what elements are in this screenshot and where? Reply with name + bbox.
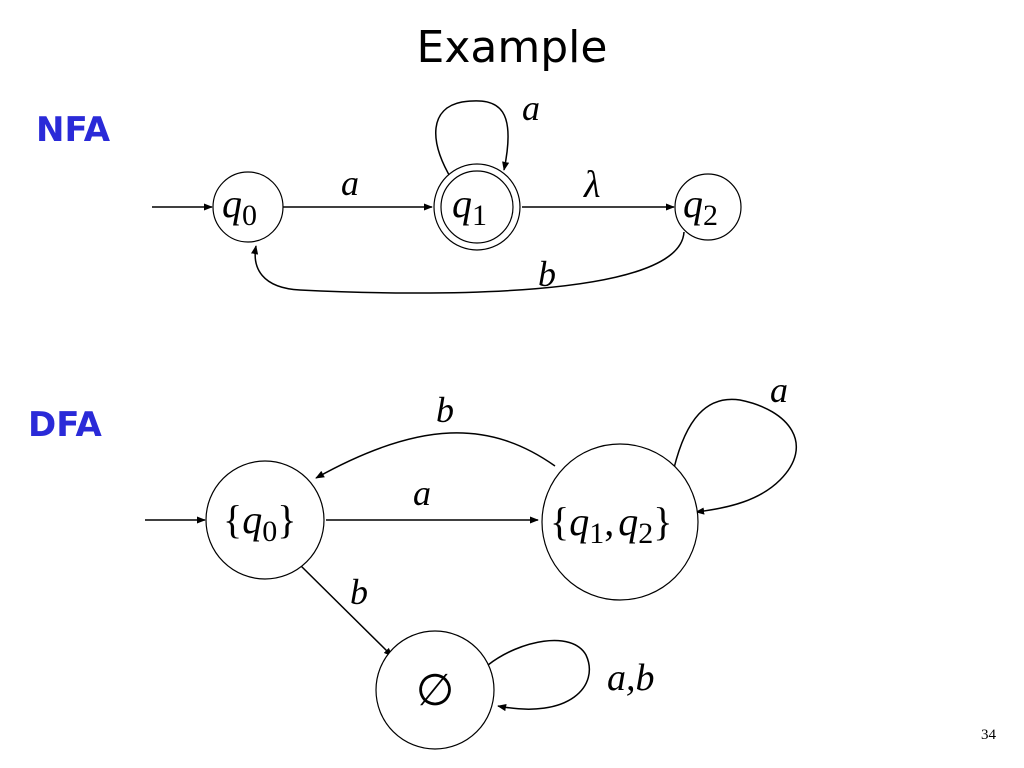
dfa-edge-s12-loop-label: a — [770, 370, 788, 410]
nfa-q2-sub: 2 — [703, 199, 718, 232]
svg-text:q2: q2 — [683, 181, 718, 232]
dfa-edge-s12-s0 — [315, 432, 556, 479]
dfa-edge-s0-s12-label: a — [413, 473, 431, 513]
nfa-edge-q1-q2-label: λ — [583, 164, 600, 206]
nfa-edge-q0-q1-label: a — [341, 163, 359, 203]
nfa-edge-q1-loop-label: a — [522, 88, 540, 128]
nfa-section-label: NFA — [36, 110, 111, 150]
page-number: 34 — [981, 727, 996, 743]
nfa-q0-name: q — [222, 181, 242, 226]
dfa-edge-s12-loop — [673, 398, 798, 515]
dfa-edge-empty-loop-label: a,b — [607, 657, 655, 699]
dfa-s12-open-brace: { — [550, 499, 569, 544]
nfa-q0-sub: 0 — [242, 199, 257, 232]
nfa-diagram: a a λ b q0 q1 q2 — [152, 88, 742, 294]
dfa-s0-open-brace: { — [223, 497, 242, 542]
dfa-s0-sub: 0 — [262, 515, 277, 548]
svg-text:{q1,q2}: {q1,q2} — [550, 499, 672, 550]
nfa-q2-name: q — [683, 181, 703, 226]
svg-text:q0: q0 — [222, 181, 257, 232]
nfa-state-q0: q0 — [212, 171, 284, 243]
dfa-s12-comma: , — [604, 499, 614, 544]
dfa-s12-name2: q — [618, 499, 638, 544]
svg-text:q1: q1 — [452, 181, 487, 232]
dfa-s12-sub1: 1 — [589, 517, 604, 550]
dfa-s12-name1: q — [569, 499, 589, 544]
nfa-edge-q1-loop — [435, 100, 510, 181]
nfa-state-q2: q2 — [674, 173, 742, 241]
dfa-s0-name: q — [242, 497, 262, 542]
dfa-s12-sub2: 2 — [638, 517, 653, 550]
nfa-edge-q2-q0 — [251, 231, 685, 294]
slide-title: Example — [416, 22, 608, 73]
dfa-edge-s0-empty-label: b — [350, 572, 368, 612]
dfa-edge-empty-loop — [487, 639, 591, 712]
nfa-q1-name: q — [452, 181, 472, 226]
svg-text:{q0}: {q0} — [223, 497, 296, 548]
dfa-state-empty-set: ∅ — [375, 630, 495, 750]
dfa-section-label: DFA — [28, 405, 102, 445]
dfa-edge-s0-empty — [297, 562, 393, 657]
dfa-diagram: a b a b a,b {q0} {q1,q2} ∅ — [145, 370, 798, 750]
nfa-q1-sub: 1 — [472, 199, 487, 232]
dfa-s12-close-brace: } — [653, 499, 672, 544]
nfa-state-q1-accepting: q1 — [433, 163, 521, 251]
nfa-edge-q2-q0-label: b — [538, 254, 556, 294]
empty-set-icon: ∅ — [416, 666, 454, 715]
dfa-state-q0-set: {q0} — [205, 460, 325, 580]
dfa-state-q1-q2-set: {q1,q2} — [541, 443, 699, 601]
dfa-edge-s12-s0-label: b — [436, 390, 454, 430]
dfa-s0-close-brace: } — [277, 497, 296, 542]
